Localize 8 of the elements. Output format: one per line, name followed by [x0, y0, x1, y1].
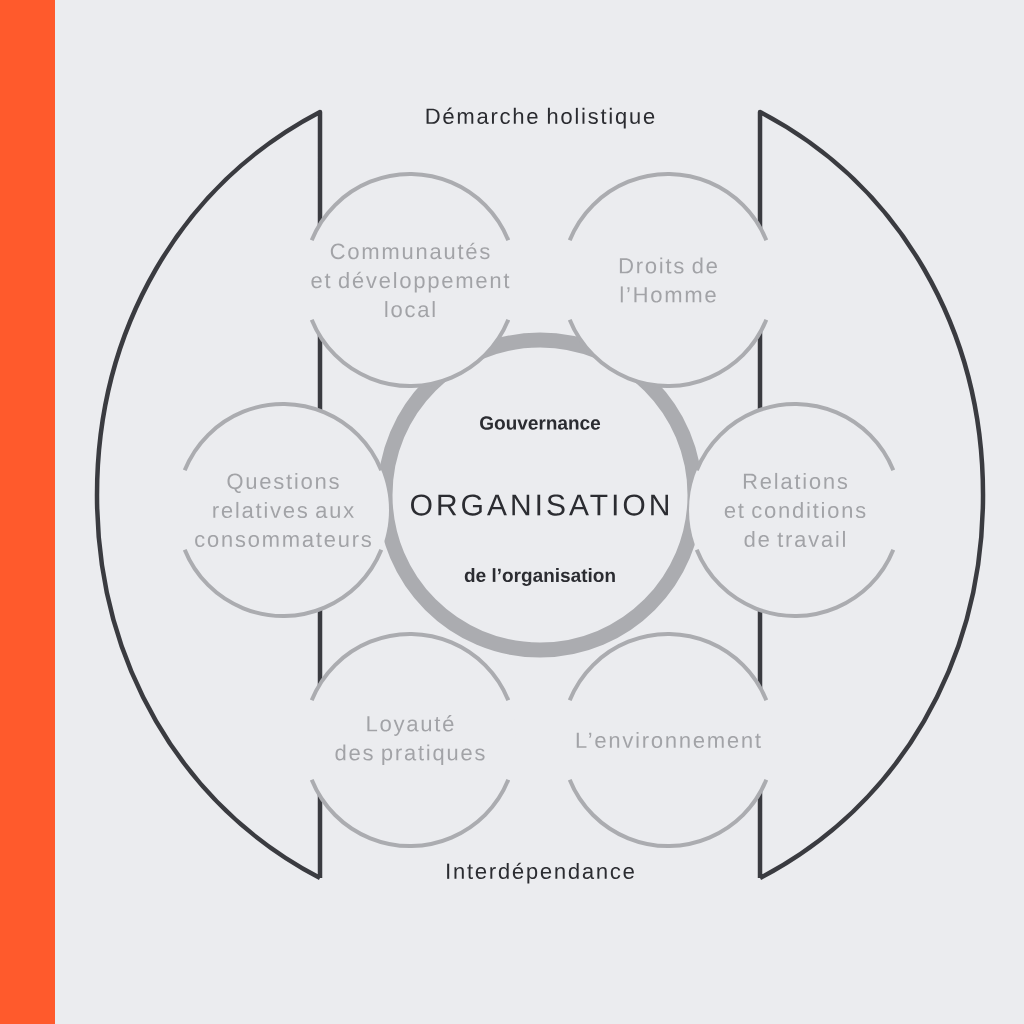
node-label: Communautés et développement local	[311, 242, 510, 318]
node-label: Loyauté des pratiques	[335, 715, 485, 765]
node-label: Questions relatives aux consommateurs	[195, 472, 371, 548]
heading-label: Interdépendance	[447, 862, 634, 884]
node-label: L’environnement	[576, 731, 761, 749]
heading-label: Démarche holistique	[426, 107, 655, 129]
node-label: Droits de l’Homme	[619, 257, 717, 303]
node-label: Relations et conditions de travail	[724, 472, 866, 548]
